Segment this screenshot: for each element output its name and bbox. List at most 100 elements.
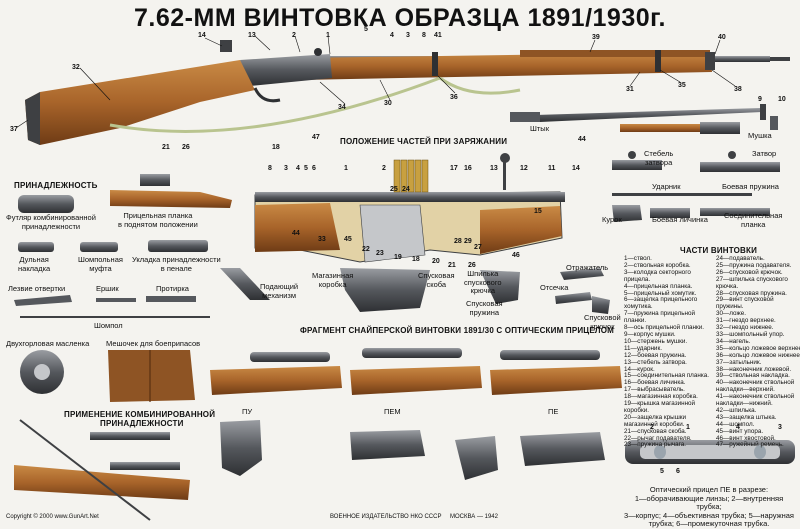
callout-40: 40 xyxy=(718,34,726,41)
parts-list-item: 6—защелка прицельного xyxy=(624,296,698,304)
callout-21: 21 xyxy=(162,144,170,151)
callout-load-21: 21 xyxy=(448,262,456,269)
poster-title: 7.62-ММ ВИНТОВКА ОБРАЗЦА 1891/1930г. xyxy=(134,4,666,32)
callout-1: 1 xyxy=(326,32,330,39)
nose-cap xyxy=(705,52,715,70)
section-rifle-parts-title: ЧАСТИ ВИНТОВКИ xyxy=(680,246,758,255)
callout-31: 31 xyxy=(626,86,634,93)
callout-41: 41 xyxy=(434,32,442,39)
buttstock xyxy=(25,60,255,145)
parts-list-left: 1—ствол.2—ствольная коробка.3—колодка се… xyxy=(624,255,709,449)
parts-list-item: 4—прицельная планка. xyxy=(624,282,693,290)
footer-copyright: Copyright © 2000 www.GunArt.Net xyxy=(6,514,99,520)
parts-list-item: 26—спусковой крючок. xyxy=(716,268,783,276)
caption-boevaya-pruzhina: Боевая пружина xyxy=(722,182,779,191)
callout-3: 3 xyxy=(406,32,410,39)
callout-load-22: 22 xyxy=(362,246,370,253)
parts-list-item: 1—ствол. xyxy=(624,255,652,262)
parts-list-item: 32—гнездо нижнее. xyxy=(716,324,774,332)
parts-list-item: 21—спусковая скоба. xyxy=(624,427,687,435)
parts-list-item: 13—стебель затвора. xyxy=(624,358,687,366)
parts-list-item: 37—затыльник. xyxy=(716,358,762,366)
parts-list-item: 15—соединительная планка. xyxy=(624,372,709,380)
caption-protirka: Протирка xyxy=(156,284,189,293)
parts-list-item: 36—кольцо ложевое нижнее. xyxy=(716,351,800,359)
callout-load-18: 18 xyxy=(412,256,420,263)
parts-list-item: 30—ложе. xyxy=(716,310,746,318)
caption-mushka: Мушка xyxy=(748,131,772,140)
caption-otsechka: Отсечка xyxy=(540,283,569,292)
parts-list-item: 18—магазинная коробка. xyxy=(624,393,698,401)
parts-list-item: 35—кольцо ложевое верхнее. xyxy=(716,344,800,352)
footer-city-year: МОСКВА — 1942 xyxy=(450,514,498,520)
parts-list-item: 23—пружина рычага. xyxy=(624,441,687,449)
parts-list-item: 11—ударник. xyxy=(624,344,662,352)
callout-load-27: 27 xyxy=(474,244,482,251)
parts-list-item: накладки—верхний. xyxy=(716,386,775,394)
lower-band xyxy=(432,52,438,76)
parts-list-item: 33—шомпольный упор. xyxy=(716,330,785,338)
parts-list-item: 47—ружейный ремень. xyxy=(716,441,784,449)
callout-load-26: 26 xyxy=(468,262,476,269)
parts-list-item: 5—прицельный хомутик. xyxy=(624,289,697,297)
receiver xyxy=(240,54,332,86)
parts-list-item: коробки. xyxy=(624,406,649,414)
parts-list-item: 25—пружина подавателя. xyxy=(716,261,792,269)
callout-35: 35 xyxy=(678,82,686,89)
callout-30: 30 xyxy=(384,100,392,107)
caption-shtyk: Штык xyxy=(530,124,549,133)
caption-pem: ПЕМ xyxy=(384,407,401,416)
callout-47: 47 xyxy=(312,134,320,141)
loading-cutaway xyxy=(254,153,565,263)
callout-2: 2 xyxy=(292,32,296,39)
callout-load-45: 45 xyxy=(344,236,352,243)
caption-shompol: Шомпол xyxy=(94,321,123,330)
callout-5: 5 xyxy=(364,26,368,33)
callout-load-23: 23 xyxy=(376,250,384,257)
trigger-guard xyxy=(253,87,281,103)
bolt-parts xyxy=(612,151,780,222)
callout-load-2: 2 xyxy=(382,165,386,172)
parts-list-item: магазинной коробки. xyxy=(624,420,685,428)
buttplate xyxy=(25,92,40,145)
parts-list-item: 42—шпилька. xyxy=(716,406,757,414)
handguard xyxy=(520,50,710,57)
callout-optic-6: 6 xyxy=(676,468,680,475)
section-loading-title: ПОЛОЖЕНИЕ ЧАСТЕЙ ПРИ ЗАРЯЖАНИИ xyxy=(340,137,508,146)
parts-list-item: крючка. xyxy=(716,282,739,290)
caption-ershik: Ершик xyxy=(96,284,119,293)
callout-26: 26 xyxy=(182,144,190,151)
parts-list-item: 22—рычаг подавателя. xyxy=(624,434,692,442)
parts-list-item: 19—крышка магазинной xyxy=(624,400,696,408)
callout-load-4: 4 xyxy=(296,165,300,172)
callout-37: 37 xyxy=(10,126,18,133)
section-usage-title-line1: ПРИМЕНЕНИЕ КОМБИНИРОВАННОЙ xyxy=(64,410,216,419)
parts-list-item: 10—стержень мушки. xyxy=(624,337,688,345)
callout-load-29: 29 xyxy=(464,238,472,245)
usage-illustration xyxy=(14,419,190,521)
upper-band xyxy=(655,50,661,72)
bolt-knob xyxy=(314,48,322,56)
parts-list-item: 17—выбрасыватель. xyxy=(624,386,685,394)
callout-optic-2: 2 xyxy=(650,424,654,431)
caption-zatvor: Затвор xyxy=(752,149,777,158)
optic-legend: Оптический прицел ПЕ в разрезе: 1—оборач… xyxy=(624,485,794,528)
callout-load-46: 46 xyxy=(512,252,520,259)
callout-load-11: 11 xyxy=(548,165,556,172)
parts-list-item: 34—нагель. xyxy=(716,337,751,345)
callout-18: 18 xyxy=(272,144,280,151)
callout-load-13: 13 xyxy=(490,165,498,172)
parts-list-item: 2—ствольная коробка. xyxy=(624,261,691,269)
callout-8: 8 xyxy=(422,32,426,39)
accessory-items xyxy=(14,174,232,402)
caption-kurok: Курок xyxy=(602,215,622,224)
parts-list-item: 41—наконечник ствольной xyxy=(716,393,795,401)
